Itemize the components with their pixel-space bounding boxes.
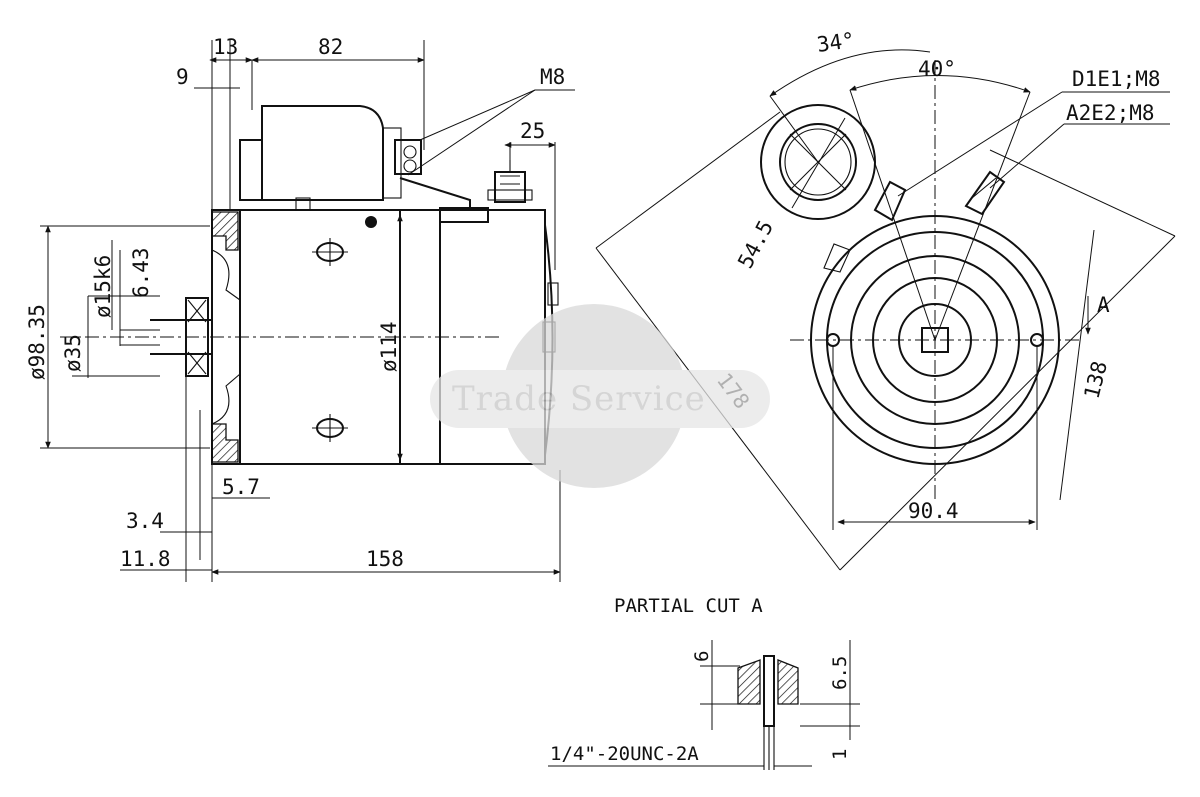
- dim-82: 82: [318, 35, 343, 59]
- partial-cut-a: PARTIAL CUT A 1/4"-20UNC-2A 6 6.5 1: [548, 595, 860, 770]
- thread-label: 1/4"-20UNC-2A: [550, 743, 699, 765]
- dim-114: ø114: [377, 321, 401, 372]
- dim-5-7: 5.7: [222, 475, 260, 499]
- front-flange: [185, 211, 241, 463]
- angle-40: 40°: [918, 57, 956, 81]
- partial-cut-title: PARTIAL CUT A: [614, 595, 763, 617]
- dim-25: 25: [520, 119, 545, 143]
- cut-marker-a: A: [1097, 293, 1110, 317]
- dim-9: 9: [176, 65, 189, 89]
- dim-54-5: 54.5: [733, 216, 778, 272]
- side-view: 13 82 9 25 M8 ø15k6 6.43 ø98.35 ø35 ø114…: [25, 35, 575, 582]
- label-a2e2: A2E2;M8: [1066, 101, 1155, 125]
- watermark: Trade Service: [430, 304, 770, 488]
- dim-35: ø35: [61, 334, 85, 372]
- shaft: [60, 319, 500, 355]
- dim-158: 158: [366, 547, 404, 571]
- terminal-a2e2: [964, 170, 1006, 216]
- angle-34: 34°: [815, 28, 856, 57]
- dim-13: 13: [213, 35, 238, 59]
- label-d1e1: D1E1;M8: [1072, 67, 1161, 91]
- label-m8: M8: [540, 65, 565, 89]
- dim-138: 138: [1080, 359, 1112, 402]
- side-view-labels: 13 82 9 25 M8 ø15k6 6.43 ø98.35 ø35 ø114…: [25, 35, 565, 571]
- watermark-text: Trade Service: [452, 379, 706, 419]
- dim-98-35: ø98.35: [25, 304, 49, 380]
- mount-stud-bottom: [312, 414, 348, 442]
- dim-6-43: 6.43: [129, 247, 153, 298]
- dim-1: 1: [829, 749, 851, 760]
- mount-stud-top: [312, 238, 348, 266]
- dim-15k6: ø15k6: [91, 255, 115, 318]
- dim-11-8: 11.8: [120, 547, 171, 571]
- solenoid-box: [239, 105, 471, 211]
- dim-3-4: 3.4: [126, 509, 164, 533]
- terminal-d1e1: [873, 180, 907, 222]
- end-view: 34° 40° D1E1;M8 A2E2;M8 54.5 178 138 90.…: [595, 28, 1176, 571]
- dim-6-5: 6.5: [829, 656, 851, 690]
- dim-6: 6: [691, 651, 713, 662]
- terminal-post: [439, 160, 533, 223]
- dim-lines-side: [40, 40, 575, 582]
- dim-90-4: 90.4: [908, 499, 959, 523]
